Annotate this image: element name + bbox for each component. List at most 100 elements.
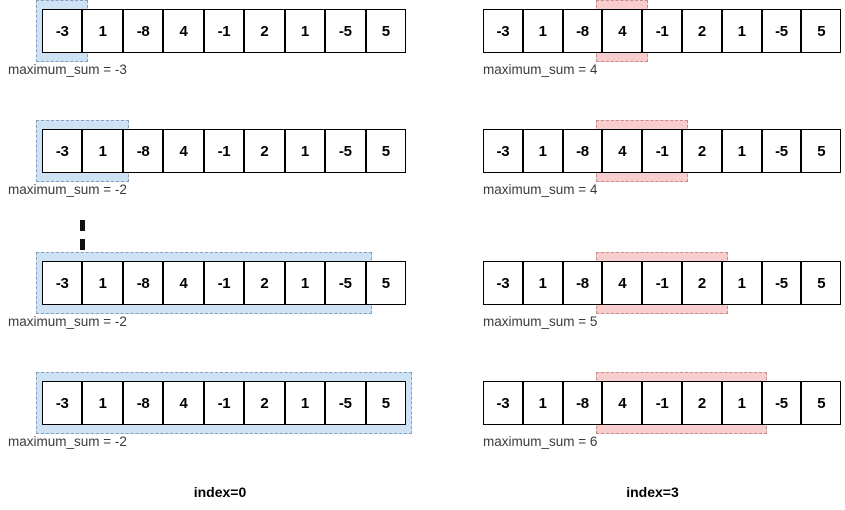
maximum-sum-caption: maximum_sum = 4	[483, 62, 598, 77]
array-cell: 4	[163, 9, 204, 53]
array-cell: 2	[681, 129, 722, 173]
array-cell: 1	[721, 261, 762, 305]
array-cell: 1	[284, 9, 326, 53]
maximum-sum-caption: maximum_sum = -2	[8, 182, 127, 197]
array-cell: -5	[325, 261, 366, 305]
array-cell: 1	[721, 129, 762, 173]
array-cell: 1	[284, 381, 326, 425]
array-cell: -8	[562, 381, 603, 425]
array-cell: -1	[203, 129, 245, 173]
array-cell: 4	[163, 129, 204, 173]
array-cell: -1	[642, 129, 682, 173]
index-label: index=0	[193, 484, 247, 500]
array-cell: 2	[244, 129, 285, 173]
index-label: index=3	[626, 484, 679, 500]
array-cell: -8	[122, 129, 164, 173]
array-cell: 4	[602, 129, 643, 173]
array-cell: 1	[721, 9, 762, 53]
array-cell: -5	[761, 129, 802, 173]
vertical-ellipsis-icon	[80, 220, 85, 252]
maximum-sum-caption: maximum_sum = 4	[483, 182, 598, 197]
maximum-sum-caption: maximum_sum = -2	[8, 314, 127, 329]
array-cell: 1	[522, 129, 563, 173]
array-cell: -3	[483, 129, 523, 173]
array-cell: 5	[365, 261, 406, 305]
array-cell: -5	[325, 381, 366, 425]
array-cell: 4	[163, 381, 204, 425]
array-cell: -3	[42, 381, 83, 425]
array-cell: -1	[203, 261, 245, 305]
array-cell: 2	[681, 9, 722, 53]
array-cell: -8	[122, 381, 164, 425]
array-cell: 5	[801, 9, 842, 53]
array-cell: 2	[681, 261, 722, 305]
array-cell: 5	[365, 381, 406, 425]
array-cell: 5	[801, 261, 842, 305]
array-cell: -3	[483, 9, 523, 53]
array-cell: -1	[642, 381, 682, 425]
array-cell: 4	[602, 381, 643, 425]
array-cell: -5	[325, 9, 366, 53]
array-cell: -5	[325, 129, 366, 173]
array-cell: 1	[82, 9, 123, 53]
array-cell: 4	[163, 261, 204, 305]
array-cell: -3	[42, 129, 83, 173]
array-cell: 1	[522, 261, 563, 305]
array-cell: 2	[681, 381, 722, 425]
array-cell: 2	[244, 381, 285, 425]
array-cell: 2	[244, 9, 285, 53]
array-cell: -1	[642, 261, 682, 305]
array-cell: -8	[562, 261, 603, 305]
array-cell: 5	[365, 129, 406, 173]
array-cell: 1	[82, 129, 123, 173]
array-cell: 1	[284, 261, 326, 305]
array-cell: 1	[284, 129, 326, 173]
array-cell: 1	[82, 381, 123, 425]
array-cell: -8	[562, 129, 603, 173]
array-cell: 4	[602, 9, 643, 53]
maximum-sum-caption: maximum_sum = 5	[483, 314, 598, 329]
array-cell: -1	[203, 381, 245, 425]
array-cell: -3	[483, 381, 523, 425]
array-cell: -8	[122, 261, 164, 305]
array-cell: 4	[602, 261, 643, 305]
array-cell: 2	[244, 261, 285, 305]
array-cell: 1	[522, 381, 563, 425]
array-cell: -3	[42, 9, 83, 53]
array-cell: -3	[42, 261, 83, 305]
array-cell: 1	[82, 261, 123, 305]
maximum-sum-caption: maximum_sum = -3	[8, 62, 127, 77]
array-cell: -5	[761, 381, 802, 425]
array-cell: -8	[562, 9, 603, 53]
array-cell: -1	[642, 9, 682, 53]
array-cell: -8	[122, 9, 164, 53]
array-cell: -1	[203, 9, 245, 53]
array-cell: 5	[801, 381, 842, 425]
array-cell: -5	[761, 261, 802, 305]
maximum-sum-caption: maximum_sum = -2	[8, 434, 127, 449]
array-cell: 1	[721, 381, 762, 425]
maximum-sum-caption: maximum_sum = 6	[483, 434, 598, 449]
ellipsis-dot	[80, 220, 85, 231]
